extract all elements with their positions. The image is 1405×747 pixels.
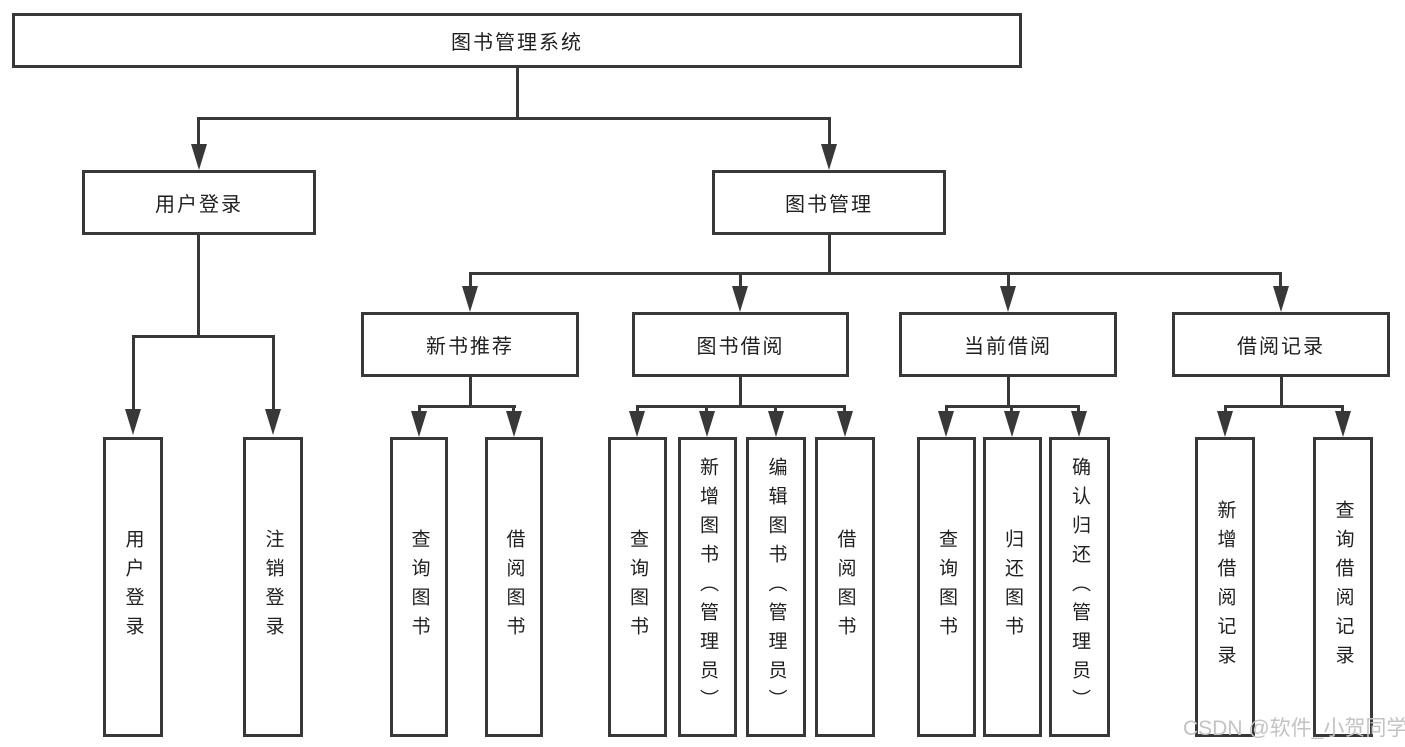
connector-stem [1010, 405, 1013, 413]
connector-stem [418, 405, 421, 413]
leaf-label: 新增图书（管理员） [697, 456, 718, 718]
arrow-down-icon [629, 411, 645, 437]
connector-borrowrecords-horizontal [1224, 405, 1344, 408]
leaf-label: 查询图书 [627, 529, 648, 645]
connector-stem [774, 405, 777, 413]
leaf-cb-query-books: 查询图书 [917, 437, 976, 737]
leaf-bb-query-books: 查询图书 [608, 437, 667, 737]
leaf-user-login: 用户登录 [103, 437, 163, 737]
node-new-book-recommend: 新书推荐 [361, 312, 579, 377]
leaf-label: 注销登录 [262, 529, 284, 645]
connector-stem [469, 272, 472, 288]
connector-stem [1007, 272, 1010, 288]
connector-userlogin-vertical [197, 233, 200, 337]
arrow-down-icon [1335, 411, 1351, 437]
node-label: 借阅记录 [1237, 336, 1325, 358]
connector-stem [843, 405, 846, 413]
connector-newbook-vertical [469, 375, 472, 407]
arrow-down-icon [821, 144, 837, 170]
leaf-label: 编辑图书（管理员） [765, 456, 787, 718]
node-label: 图书管理系统 [451, 32, 583, 54]
arrow-down-icon [1071, 411, 1087, 437]
connector-root-vertical [516, 68, 519, 118]
connector-level2-horizontal [197, 117, 831, 120]
leaf-nbr-borrow-books: 借阅图书 [485, 437, 543, 737]
arrow-down-icon [1004, 411, 1020, 437]
arrow-down-icon [1000, 286, 1016, 312]
leaf-bb-borrow-books: 借阅图书 [815, 437, 875, 737]
arrow-down-icon [768, 411, 784, 437]
arrow-down-icon [938, 411, 954, 437]
watermark: CSDN @软件_小贺同学 [1183, 717, 1405, 740]
node-user-login: 用户登录 [82, 170, 316, 235]
arrow-down-icon [1217, 411, 1233, 437]
leaf-label: 确认归还（管理员） [1069, 456, 1090, 718]
leaf-label: 用户登录 [122, 529, 144, 645]
leaf-label: 借阅图书 [834, 529, 856, 645]
leaf-bb-add-books-admin: 新增图书（管理员） [678, 437, 737, 737]
arrow-down-icon [699, 411, 715, 437]
arrow-down-icon [1273, 286, 1289, 312]
connector-bookborrow-vertical [739, 375, 742, 407]
leaf-nbr-query-books: 查询图书 [390, 437, 448, 737]
leaf-logout: 注销登录 [243, 437, 303, 737]
arrow-down-icon [265, 409, 281, 435]
connector-bookborrow-horizontal [636, 405, 846, 408]
arrow-down-icon [125, 409, 141, 435]
arrow-down-icon [506, 411, 522, 437]
leaf-label: 借阅图书 [503, 529, 525, 645]
leaf-cb-confirm-return-admin: 确认归还（管理员） [1049, 437, 1110, 737]
connector-stem [1077, 405, 1080, 413]
leaf-label: 查询图书 [408, 529, 430, 645]
connector-stem [739, 272, 742, 288]
node-current-borrowing: 当前借阅 [899, 312, 1117, 377]
leaf-label: 归还图书 [1002, 529, 1023, 645]
leaf-bb-edit-books-admin: 编辑图书（管理员） [746, 437, 806, 737]
connector-stem [1279, 272, 1282, 288]
leaf-label: 查询借阅记录 [1332, 500, 1354, 674]
connector-stem [828, 117, 831, 145]
leaf-br-add-record: 新增借阅记录 [1195, 437, 1255, 737]
connector-stem [945, 405, 948, 413]
arrow-down-icon [411, 411, 427, 437]
node-label: 新书推荐 [426, 336, 514, 358]
node-library-management-system: 图书管理系统 [12, 13, 1022, 68]
connector-borrowrecords-vertical [1280, 375, 1283, 407]
connector-stem [272, 335, 275, 411]
node-label: 当前借阅 [964, 336, 1052, 358]
connector-stem [705, 405, 708, 413]
arrow-down-icon [191, 144, 207, 170]
leaf-label: 新增借阅记录 [1214, 500, 1236, 674]
connector-stem [197, 117, 200, 145]
connector-stem [636, 405, 639, 413]
connector-userlogin-horizontal [132, 335, 275, 338]
connector-stem [512, 405, 515, 413]
connector-stem [1224, 405, 1227, 413]
arrow-down-icon [462, 286, 478, 312]
node-book-management: 图书管理 [712, 170, 946, 235]
arrow-down-icon [837, 411, 853, 437]
node-book-borrowing: 图书借阅 [632, 312, 849, 377]
node-label: 用户登录 [155, 194, 243, 216]
leaf-label: 查询图书 [936, 529, 957, 645]
connector-newbook-horizontal [418, 405, 516, 408]
node-label: 图书借阅 [696, 336, 785, 358]
connector-bookmgmt-vertical [828, 233, 831, 274]
connector-stem [132, 335, 135, 411]
connector-currentborrow-vertical [1007, 375, 1010, 407]
leaf-br-query-record: 查询借阅记录 [1313, 437, 1373, 737]
arrow-down-icon [732, 286, 748, 312]
connector-stem [1341, 405, 1344, 413]
connector-level3-horizontal [469, 272, 1282, 275]
node-label: 图书管理 [785, 194, 873, 216]
node-borrowing-records: 借阅记录 [1172, 312, 1390, 377]
leaf-cb-return-books: 归还图书 [983, 437, 1042, 737]
